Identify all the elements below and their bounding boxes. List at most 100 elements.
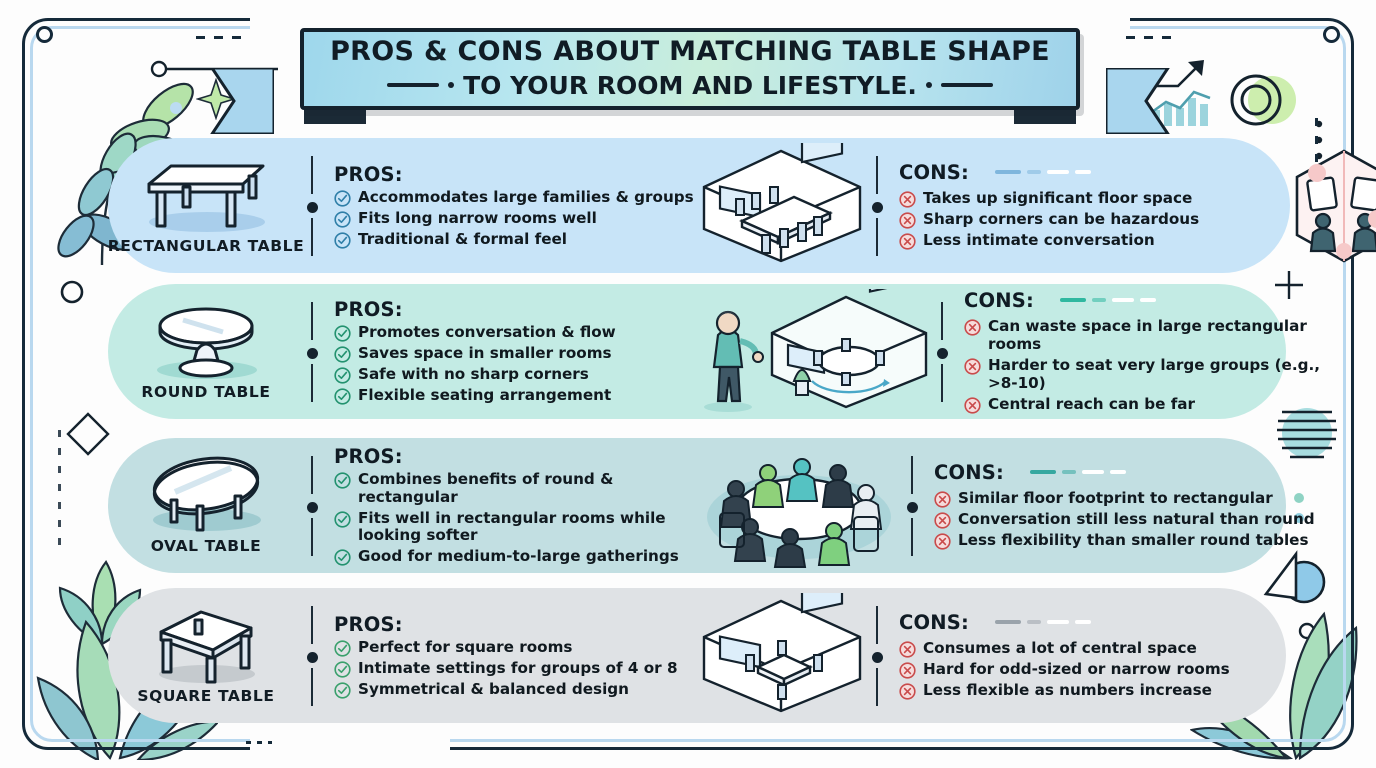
pros-heading: PROS: [334,298,403,321]
room-illustration [694,143,869,268]
cons-item: Conversation still less natural than rou… [934,510,1320,529]
rectangular-table-icon [147,164,265,232]
square-table-icon [159,610,255,684]
pros-item-text: Traditional & formal feel [358,229,568,248]
cons-item: Consumes a lot of central space [899,639,1285,658]
frame-dash-top-left [196,36,250,39]
oval-table-icon [152,456,261,532]
cons-item-text: Sharp corners can be hazardous [923,210,1200,228]
pros-item-text: Fits long narrow rooms well [358,208,597,227]
cons-item: Similar floor footprint to rectangular [934,489,1320,508]
cons-column: CONS: Takes up significant floor space S… [885,161,1285,250]
frame-bottom-gap [250,736,450,762]
check-circle-icon [334,660,351,678]
check-circle-icon [334,388,351,405]
table-thumbnail: ROUND TABLE [108,284,304,419]
round-table-icon [157,307,257,379]
pros-item-text: Combines benefits of round & rectangular [358,469,614,506]
section-divider [934,301,950,402]
pros-item: Saves space in smaller rooms [334,344,694,363]
pros-item-text: Symmetrical & balanced design [358,679,629,698]
table-row: RECTANGULAR TABLE PROS: Accommodates lar… [107,138,1376,273]
pros-item: Accommodates large families & groups [334,188,694,207]
pros-item: Fits long narrow rooms well [334,208,694,228]
section-divider [304,301,320,402]
check-circle-icon [334,472,351,489]
pros-item: Good for medium-to-large gatherings [334,547,694,566]
table-thumbnail: OVAL TABLE [108,438,304,573]
banner-subtitle-row: TO YOUR ROOM AND LIFESTYLE. [387,71,993,100]
cons-item: Less flexibility than smaller round tabl… [934,531,1320,550]
row-right-illustration [1350,292,1376,412]
table-row: ROUND TABLE PROS: Promotes conversation … [108,284,1320,419]
cross-circle-icon [934,491,951,508]
pros-item-text: Safe with no sharp corners [358,365,589,383]
ring-icon [1230,74,1296,126]
section-divider [904,455,920,556]
cons-heading-row: CONS: [899,611,1285,637]
cons-heading: CONS: [899,611,970,634]
room-illustration [694,593,869,718]
presenter-figure [704,310,764,412]
cross-circle-icon [899,233,916,250]
banner-title-line1: PROS & CONS ABOUT MATCHING TABLE SHAPE [330,36,1050,68]
cons-heading-row: CONS: [964,289,1350,315]
hexagon-two-people-far-apart [1295,149,1376,262]
cons-item-text: Less flexible as numbers increase [923,681,1212,699]
group-seated-around-oval-table [707,458,891,568]
check-circle-icon [334,231,351,249]
row-right-illustration [1285,146,1376,266]
cons-item-text: Less flexibility than smaller round tabl… [958,531,1309,549]
cross-circle-icon [934,533,951,550]
frame-dash-bottom-left [246,741,272,744]
table-row: OVAL TABLE PROS: Combines benefits of ro… [108,438,1315,573]
banner-title-line2: TO YOUR ROOM AND LIFESTYLE. [463,70,917,100]
pros-heading: PROS: [334,612,403,636]
frame-dash-left [58,430,61,550]
banner-plate: PROS & CONS ABOUT MATCHING TABLE SHAPE T… [300,28,1080,110]
isometric-room-round-table-with-presenter [704,289,928,412]
banner-shadow-left [304,110,366,124]
cons-heading-row: CONS: [934,461,1320,487]
banner-dot-right [925,82,932,89]
small-circle-icon [170,102,182,114]
cons-item-text: Similar floor footprint to rectangular [958,489,1273,507]
isometric-room-rectangular-table [702,143,862,263]
title-banner: PROS & CONS ABOUT MATCHING TABLE SHAPE T… [210,24,1170,134]
isometric-room-square-table [702,593,862,713]
corner-knob-top-right [1323,26,1340,43]
pros-item-text: Saves space in smaller rooms [358,344,612,362]
table-name-label: RECTANGULAR TABLE [107,237,305,255]
cons-item-text: Central reach can be far [988,394,1196,413]
cons-item: Sharp corners can be hazardous [899,210,1285,229]
pros-item-text: Fits well in rectangular rooms while loo… [358,508,666,545]
cons-column: CONS: Consumes a lot of central space Ha… [885,611,1285,700]
banner-shadow-right [1014,110,1076,124]
cons-item-text: Can waste space in large rectangular roo… [988,317,1307,354]
check-circle-icon [334,189,351,207]
banner-rule-right [940,83,993,88]
section-divider [304,155,320,256]
cons-item: Central reach can be far [964,394,1350,414]
table-name-label: SQUARE TABLE [137,687,275,705]
cons-item: Hard for odd-sized or narrow rooms [899,660,1285,679]
pros-item: Promotes conversation & flow [334,323,694,342]
pros-column: PROS: Combines benefits of round & recta… [320,445,694,567]
section-divider [869,155,885,256]
cons-heading: CONS: [964,289,1035,313]
pros-item: Fits well in rectangular rooms while loo… [334,508,694,546]
cross-circle-icon [899,683,916,700]
banner-rule-left [387,83,440,88]
check-circle-icon [334,210,351,228]
cross-circle-icon [899,662,916,679]
pros-item-text: Good for medium-to-large gatherings [358,547,679,566]
cross-circle-icon [899,191,916,208]
check-circle-icon [334,639,351,657]
check-circle-icon [334,325,351,342]
check-circle-icon [334,510,351,528]
frame-dash-right [1315,118,1318,180]
table-thumbnail: SQUARE TABLE [108,588,304,723]
banner-dot-left [448,82,455,89]
pros-item: Flexible seating arrangement [334,386,694,405]
